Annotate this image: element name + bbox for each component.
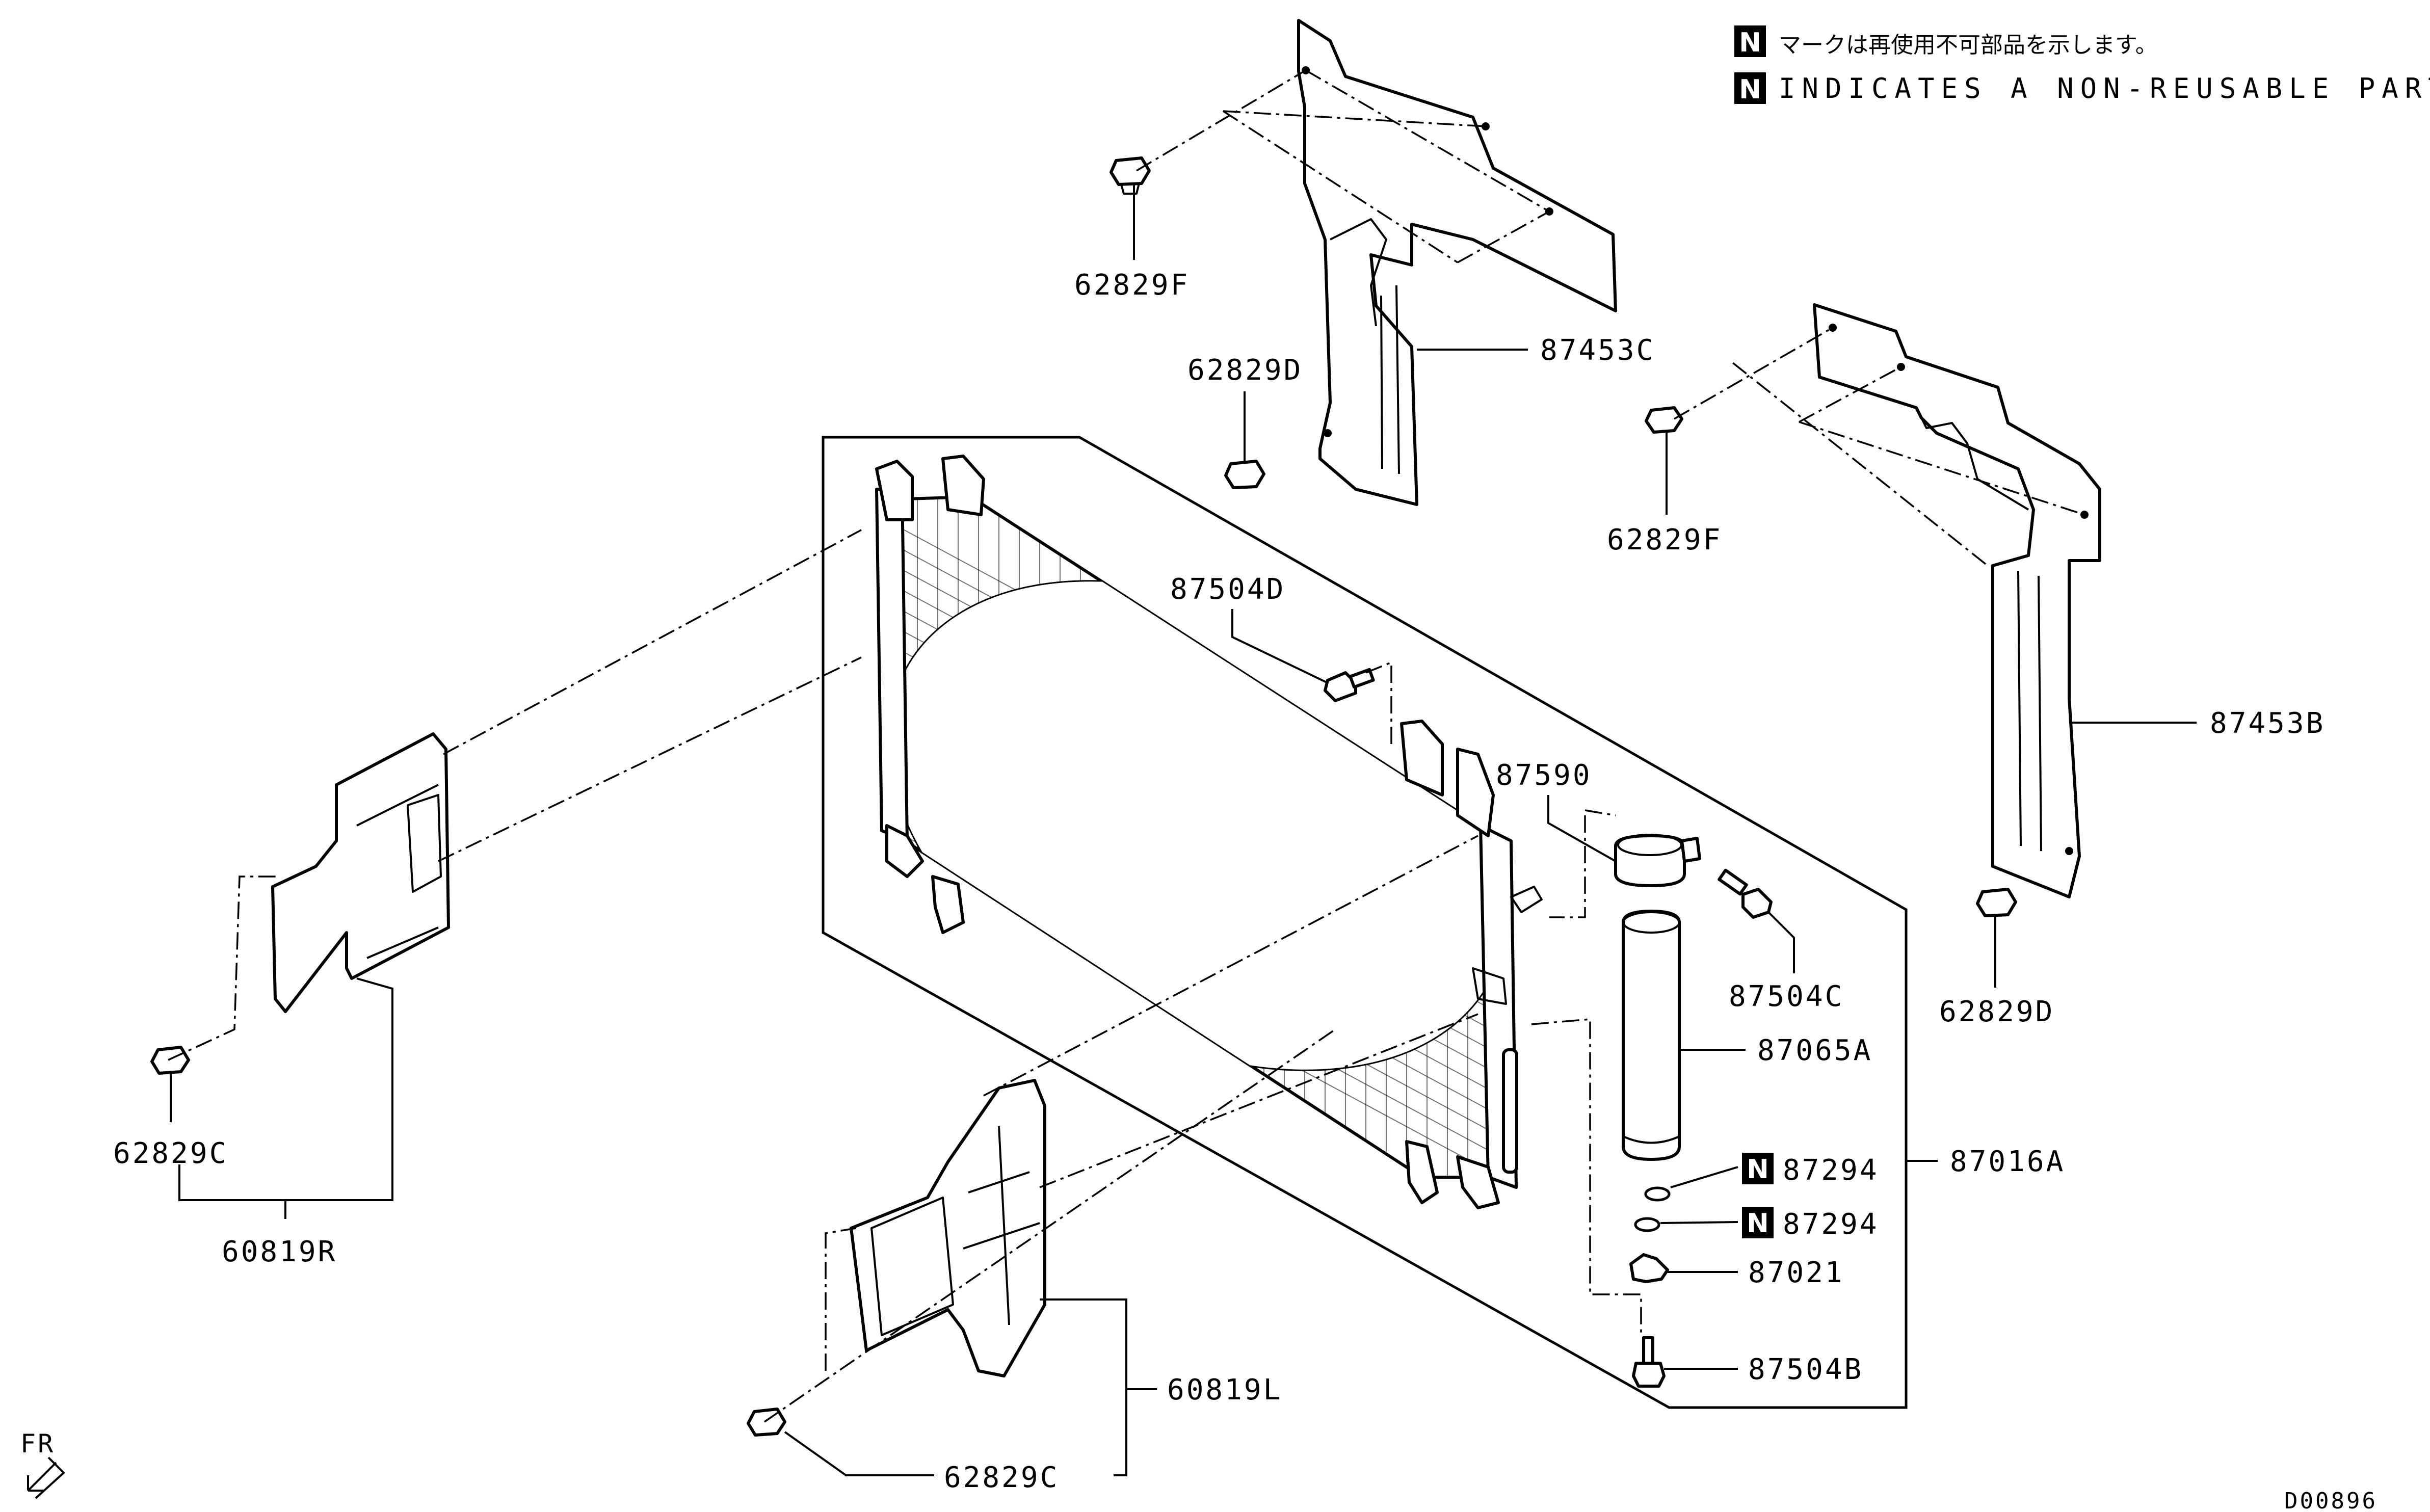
label-87016A: 87016A [1950, 1145, 2065, 1178]
label-87294-b: 87294 [1783, 1208, 1879, 1241]
clip-62829C-bottom [747, 1408, 786, 1437]
clip-62829C-left [150, 1046, 190, 1075]
legend-english-text: INDICATES A NON-REUSABLE PART. [1779, 72, 2430, 104]
cap-87021 [1629, 1253, 1669, 1283]
non-reusable-badge-icon [1734, 25, 1766, 57]
label-62829D-right: 62829D [1939, 995, 2054, 1028]
alignment-lines [168, 69, 2085, 1423]
front-direction-marker: FR [20, 1429, 65, 1499]
label-87065A: 87065A [1757, 1034, 1872, 1067]
legend: N マークは再使用不可部品を示します。 N INDICATES A NON-RE… [1734, 25, 2430, 105]
clip-62829F-top [1110, 156, 1151, 195]
clip-62829D-top [1224, 460, 1265, 489]
badge-text: N [1747, 1208, 1769, 1239]
front-arrow-icon [27, 1456, 65, 1499]
label-62829C-left: 62829C [113, 1137, 228, 1170]
bolt-87504D [1324, 668, 1375, 702]
front-marker-text: FR [20, 1429, 55, 1458]
non-reusable-badge-icon [1742, 1153, 1774, 1184]
label-87453C: 87453C [1540, 334, 1655, 367]
dryer-bracket [1614, 834, 1701, 887]
label-62829F-right: 62829F [1607, 523, 1722, 556]
clip-62829F-right [1645, 406, 1683, 434]
side-air-guide-60819L [850, 1079, 1046, 1377]
legend-japanese-text: マークは再使用不可部品を示します。 [1779, 32, 2158, 58]
label-87504B: 87504B [1748, 1353, 1863, 1386]
o-ring-87294-a [1644, 1186, 1671, 1202]
condenser [875, 455, 1543, 1209]
o-ring-87294-b [1634, 1217, 1660, 1232]
leader-lines [170, 183, 2197, 1476]
air-guide-87453B [1813, 303, 2101, 898]
label-60819R: 60819R [222, 1235, 337, 1268]
part-labels: 62829F 87453C 62829D 62829F 87453B 62829… [113, 269, 2325, 1494]
label-62829C-bottom: 62829C [944, 1461, 1059, 1494]
clip-62829D-right [1976, 888, 2017, 917]
legend-badge-text: N [1739, 74, 1761, 105]
badge-text: N [1747, 1154, 1769, 1185]
legend-badge-text: N [1739, 28, 1761, 58]
label-62829F-top: 62829F [1074, 269, 1190, 302]
label-87294-a: 87294 [1783, 1154, 1879, 1187]
receiver-dryer [1622, 910, 1681, 1161]
non-reusable-badge-icon [1742, 1207, 1774, 1238]
label-87453B: 87453B [2210, 707, 2325, 740]
label-87504D: 87504D [1170, 573, 1285, 606]
side-air-guide-60819R [271, 732, 450, 1013]
bolt-87504B [1632, 1336, 1666, 1388]
label-60819L: 60819L [1167, 1373, 1282, 1407]
bolt-87504C [1718, 868, 1773, 919]
label-62829D-top: 62829D [1187, 354, 1303, 387]
label-87021: 87021 [1748, 1256, 1844, 1289]
label-87590: 87590 [1496, 759, 1592, 792]
label-87504C: 87504C [1729, 980, 1844, 1013]
condenser-assembly-boundary [822, 436, 1908, 1409]
drawing-code: D00896 [2284, 1488, 2378, 1512]
non-reusable-badge-icon [1734, 72, 1766, 104]
